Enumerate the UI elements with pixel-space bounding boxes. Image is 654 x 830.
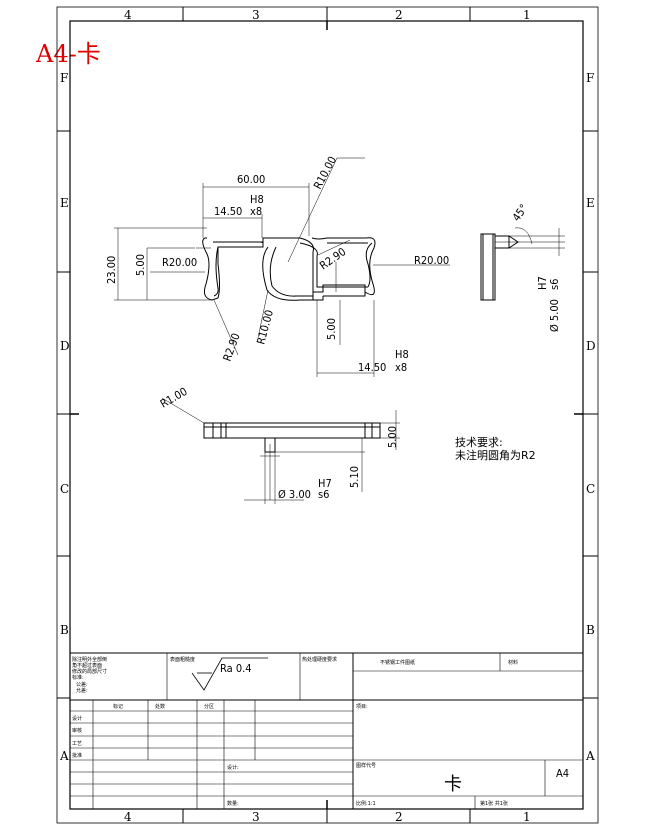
sheet-size: A4: [556, 767, 569, 780]
header-zone: 分区: [204, 703, 214, 710]
dim-r2-left: R2.90: [221, 331, 243, 363]
dim-5-10: 5.10: [348, 466, 361, 488]
header-mark: 标记: [113, 703, 123, 710]
dim-14-top: 14.50: [214, 205, 242, 218]
note-left-1: 角不超过表面: [72, 662, 102, 669]
header-count: 处数: [155, 703, 165, 710]
zone-left-F: F: [60, 71, 68, 85]
zone-left-D: D: [60, 339, 70, 353]
project-label: 项目:: [356, 704, 368, 710]
row-label-approve: 批准: [72, 752, 82, 759]
dim-h7-right: H7: [536, 276, 549, 290]
front-view-dimensions: [161, 397, 400, 504]
dim-60: 60.00: [237, 173, 265, 186]
roughness-value: Ra 0.4: [220, 662, 252, 675]
sheet-title: A4-卡: [35, 40, 101, 68]
zone-right-D: D: [586, 339, 596, 353]
zone-bottom-1: 1: [523, 810, 531, 824]
qty-label: 数量:: [227, 800, 239, 807]
drawing-no-label: 图样代号: [356, 762, 376, 769]
roughness-label: 表面粗糙度: [170, 656, 195, 663]
zone-left-E: E: [60, 196, 69, 210]
zone-right-C: C: [586, 482, 595, 496]
zone-top-3: 3: [252, 8, 260, 22]
dim-r20-left: R20.00: [162, 256, 197, 269]
dim-45deg: 45°: [510, 202, 531, 224]
dim-r1: R1.00: [158, 385, 190, 411]
dim-5-front: 5.00: [386, 426, 399, 448]
zone-left-B: B: [60, 623, 69, 637]
material-label: 材料: [508, 659, 518, 666]
row-label-design: 设计: [72, 715, 82, 722]
tech-req-title: 技术要求:: [455, 436, 503, 449]
dim-x8-bottom: x8: [395, 361, 407, 374]
zone-top-1: 1: [523, 8, 531, 22]
designer-label: 设计:: [227, 764, 239, 771]
note-left-5: 允差:: [76, 687, 88, 694]
dim-23: 23.00: [105, 256, 118, 284]
dim-dia3: Ø 3.00: [278, 488, 311, 501]
row-label-review: 审核: [72, 727, 82, 734]
sheet-label: 第1张 共1张: [480, 800, 508, 807]
dim-r10-bottom: R10.00: [254, 308, 276, 345]
zone-right-A: A: [585, 749, 595, 763]
dim-5-left: 5.00: [134, 254, 147, 276]
dim-s6-front: s6: [318, 488, 329, 501]
dim-r20-right: R20.00: [414, 254, 449, 267]
dim-h8-bottom: H8: [395, 348, 409, 361]
top-view: [202, 237, 376, 301]
note-left-4: 公差:: [76, 681, 88, 688]
dim-h7-front: H7: [318, 477, 332, 490]
zone-right-B: B: [586, 623, 595, 637]
zone-top-2: 2: [395, 8, 403, 22]
tech-req-line1: 未注明圆角为R2: [455, 448, 536, 462]
zone-top-4: 4: [124, 8, 132, 22]
company-name: 不锈钢工件图纸: [380, 659, 415, 666]
hardness-label: 热处理硬度要求: [302, 656, 337, 663]
side-view: [480, 227, 565, 301]
zone-right-E: E: [586, 196, 595, 210]
dim-14-bottom: 14.50: [358, 361, 386, 374]
zone-bottom-3: 3: [252, 810, 260, 824]
dim-r2-90: R2.90: [317, 245, 348, 272]
note-left-0: 除注明外全部倒: [72, 656, 107, 663]
row-label-process: 工艺: [72, 741, 82, 747]
dim-5-mid: 5.00: [325, 318, 338, 340]
dim-h8-top: H8: [250, 193, 264, 206]
part-name: 卡: [444, 774, 462, 795]
scale-label: 比例:1:1: [356, 800, 376, 807]
zone-bottom-2: 2: [395, 810, 403, 824]
frame: [56, 6, 599, 824]
top-view-dimensions: [114, 157, 450, 377]
front-view: [203, 422, 381, 500]
zone-right-F: F: [586, 71, 594, 85]
title-block: [69, 652, 584, 810]
zone-left-C: C: [60, 482, 69, 496]
dim-x8-top: x8: [250, 205, 262, 218]
roughness-symbol: [191, 657, 268, 691]
zone-bottom-4: 4: [124, 810, 132, 824]
note-left-2: 修改的局部尺寸: [72, 668, 107, 675]
dim-dia5: Ø 5.00: [548, 299, 561, 332]
note-left-3: 标准:: [72, 674, 84, 681]
dim-r10-top: R10.00: [311, 154, 339, 191]
dim-s6-right: s6: [548, 279, 561, 290]
zone-left-A: A: [59, 749, 69, 763]
